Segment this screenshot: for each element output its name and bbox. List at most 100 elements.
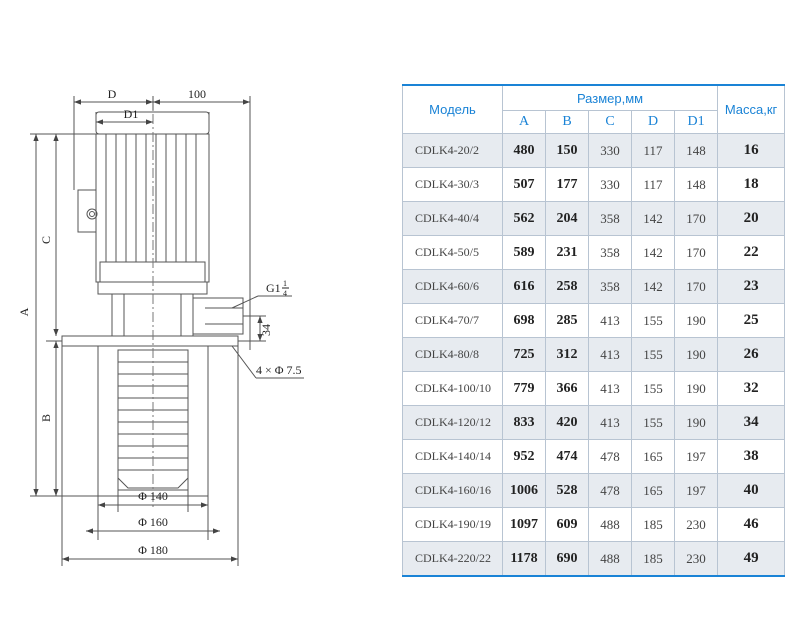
svg-text:4: 4 bbox=[283, 289, 287, 298]
dim-A: A bbox=[17, 133, 98, 497]
cell-d: 155 bbox=[631, 405, 675, 440]
cell-d1: 170 bbox=[673, 235, 719, 270]
model-cell: CDLK4-70/7 bbox=[402, 303, 503, 338]
cell-d1: 230 bbox=[673, 541, 719, 577]
pump-dimension-drawing: D 100 D1 A C B G1 1 4 34 bbox=[17, 87, 304, 566]
cell-c: 413 bbox=[588, 405, 632, 440]
dim-B: B bbox=[39, 340, 62, 496]
cell-c: 330 bbox=[588, 133, 632, 168]
model-cell: CDLK4-50/5 bbox=[402, 235, 503, 270]
svg-text:B: B bbox=[39, 414, 53, 422]
model-cell: CDLK4-140/14 bbox=[402, 439, 503, 474]
cell-c: 478 bbox=[588, 473, 632, 508]
mass-cell: 34 bbox=[717, 405, 786, 440]
model-cell: CDLK4-120/12 bbox=[402, 405, 503, 440]
cell-b: 528 bbox=[545, 473, 589, 508]
svg-text:34: 34 bbox=[259, 324, 273, 336]
pump-bracket bbox=[97, 281, 244, 337]
cell-d: 155 bbox=[631, 371, 675, 406]
cell-c: 358 bbox=[588, 235, 632, 270]
cell-b: 609 bbox=[545, 507, 589, 542]
mass-cell: 46 bbox=[717, 507, 786, 542]
cell-c: 413 bbox=[588, 371, 632, 406]
cell-a: 1097 bbox=[502, 507, 546, 542]
model-cell: CDLK4-160/16 bbox=[402, 473, 503, 508]
svg-text:Φ 180: Φ 180 bbox=[138, 543, 168, 557]
model-cell: CDLK4-220/22 bbox=[402, 541, 503, 577]
mass-cell: 18 bbox=[717, 167, 786, 202]
mass-cell: 26 bbox=[717, 337, 786, 372]
model-cell: CDLK4-100/10 bbox=[402, 371, 503, 406]
header-size: Размер,мм bbox=[501, 84, 719, 111]
cell-a: 562 bbox=[502, 201, 546, 236]
cell-c: 488 bbox=[588, 541, 632, 577]
holes-callout: 4 × Φ 7.5 bbox=[231, 345, 304, 379]
cell-c: 358 bbox=[588, 201, 632, 236]
cell-b: 312 bbox=[545, 337, 589, 372]
cell-a: 1178 bbox=[502, 541, 546, 577]
dim-C: C bbox=[39, 134, 59, 336]
model-cell: CDLK4-30/3 bbox=[402, 167, 503, 202]
cell-c: 358 bbox=[588, 269, 632, 304]
mass-cell: 38 bbox=[717, 439, 786, 474]
cell-b: 258 bbox=[545, 269, 589, 304]
cell-b: 177 bbox=[545, 167, 589, 202]
svg-text:D: D bbox=[108, 87, 117, 101]
cell-d: 117 bbox=[631, 133, 675, 168]
cell-d: 117 bbox=[631, 167, 675, 202]
dim-phi160: Φ 160 bbox=[86, 496, 220, 540]
dim-34: 34 bbox=[238, 315, 273, 342]
cell-c: 413 bbox=[588, 337, 632, 372]
cell-a: 589 bbox=[502, 235, 546, 270]
cell-d: 165 bbox=[631, 439, 675, 474]
cell-a: 952 bbox=[502, 439, 546, 474]
port-label-g1-quarter: G1 1 4 bbox=[231, 279, 292, 309]
cell-d1: 197 bbox=[673, 473, 719, 508]
svg-text:4 × Φ 7.5: 4 × Φ 7.5 bbox=[256, 363, 302, 377]
cell-d1: 190 bbox=[673, 303, 719, 338]
cell-d1: 148 bbox=[673, 167, 719, 202]
cell-b: 420 bbox=[545, 405, 589, 440]
cell-d1: 190 bbox=[673, 371, 719, 406]
svg-text:C: C bbox=[39, 236, 53, 244]
cell-d: 155 bbox=[631, 337, 675, 372]
cell-d1: 230 bbox=[673, 507, 719, 542]
cell-d1: 197 bbox=[673, 439, 719, 474]
svg-text:100: 100 bbox=[188, 87, 206, 101]
svg-text:D1: D1 bbox=[124, 107, 139, 121]
cell-c: 413 bbox=[588, 303, 632, 338]
mounting-flange bbox=[61, 335, 239, 347]
mass-cell: 32 bbox=[717, 371, 786, 406]
svg-text:Φ 140: Φ 140 bbox=[138, 489, 168, 503]
model-cell: CDLK4-60/6 bbox=[402, 269, 503, 304]
header-col-d: D bbox=[631, 110, 675, 134]
mass-cell: 20 bbox=[717, 201, 786, 236]
svg-text:Φ 160: Φ 160 bbox=[138, 515, 168, 529]
model-cell: CDLK4-190/19 bbox=[402, 507, 503, 542]
model-cell: CDLK4-40/4 bbox=[402, 201, 503, 236]
header-col-d1: D1 bbox=[673, 110, 719, 134]
header-col-a: A bbox=[502, 110, 546, 134]
cell-c: 478 bbox=[588, 439, 632, 474]
mass-cell: 22 bbox=[717, 235, 786, 270]
cell-d: 185 bbox=[631, 507, 675, 542]
cell-a: 1006 bbox=[502, 473, 546, 508]
cell-a: 698 bbox=[502, 303, 546, 338]
cell-d: 142 bbox=[631, 269, 675, 304]
model-cell: CDLK4-80/8 bbox=[402, 337, 503, 372]
mass-cell: 16 bbox=[717, 133, 786, 168]
cell-b: 231 bbox=[545, 235, 589, 270]
cell-c: 488 bbox=[588, 507, 632, 542]
cell-d: 155 bbox=[631, 303, 675, 338]
cell-d1: 190 bbox=[673, 337, 719, 372]
